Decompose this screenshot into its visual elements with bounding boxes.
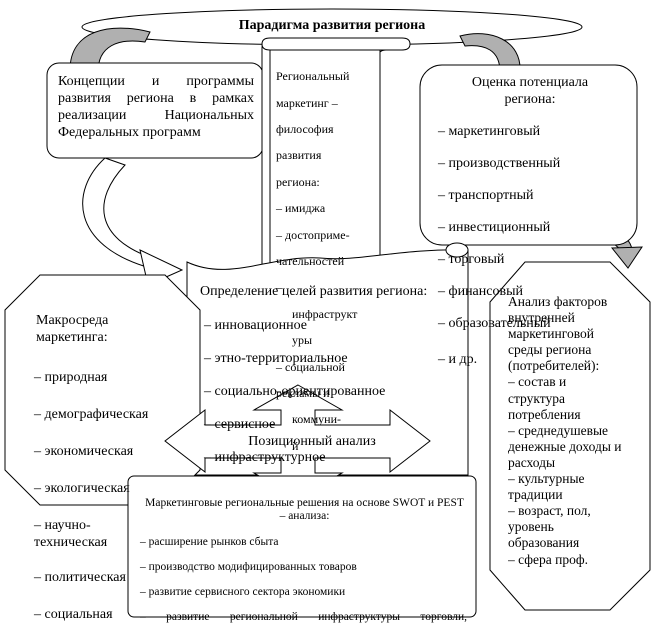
scroll-line: –: [276, 280, 282, 295]
scroll-line: Региональный: [276, 69, 350, 84]
scroll-line: региона:: [276, 174, 320, 189]
decisions-heading: Маркетинговые региональные решения на ос…: [145, 497, 464, 522]
goals-item: – этно-территориальное: [204, 350, 348, 366]
scroll-line: уры: [292, 333, 313, 348]
scroll-curl-top: [261, 37, 411, 51]
scroll-line: – социальной: [276, 359, 345, 374]
goals-item: – социально-ориентированное: [204, 383, 386, 399]
goals-list: – инновационное – этно-территориальное –…: [204, 301, 464, 483]
potential-item: – финансовый: [438, 284, 523, 299]
left-top-curved-arrow: [69, 27, 151, 73]
macro-list: – природная – демографическая – экономич…: [34, 350, 174, 623]
right-top-curved-arrow: [459, 33, 521, 73]
goals-item: – инновационное: [204, 317, 307, 333]
potential-heading-1: Оценка потенциала: [471, 75, 589, 90]
decisions-box: [127, 475, 477, 618]
decisions-item: – развитие региональной инфраструктуры т…: [140, 610, 467, 623]
internal-octagon: [489, 261, 651, 611]
decisions-item: – производство модифицированных товаров: [140, 560, 357, 573]
macro-heading: Макросреда маркетинга:: [36, 313, 109, 345]
scroll-text: Региональный маркетинг – философия разви…: [276, 57, 376, 466]
scroll-line: инфраструкт: [292, 306, 358, 321]
page-title: Парадигма развития региона: [238, 18, 426, 33]
internal-text: Анализ факторов внутренней маркетинговой…: [508, 294, 622, 567]
goals-banner-curl: [445, 242, 469, 258]
scroll-line: рекламы и: [276, 386, 330, 401]
macro-item: – политическая: [34, 570, 126, 585]
potential-item: – образовательный: [438, 316, 551, 331]
potential-list: – маркетинговый – производственный – тра…: [438, 108, 628, 384]
scroll-line: коммуни-: [292, 412, 342, 427]
potential-heading-2: региона:: [504, 92, 556, 107]
scroll-line: философия: [276, 122, 334, 137]
scroll-line: маркетинг –: [276, 95, 338, 110]
decisions-list: – расширение рынков сбыта – производство…: [140, 523, 467, 623]
decisions-item: – расширение рынков сбыта: [140, 535, 279, 548]
goals-item: – инфраструктурное: [204, 449, 326, 465]
potential-item: – и др.: [438, 352, 478, 367]
goals-heading: Определение целей развития региона:: [200, 284, 428, 299]
potential-item: – инвестиционный: [438, 220, 551, 235]
goals-item: – сервисное: [204, 416, 276, 432]
potential-item: – транспортный: [438, 188, 534, 203]
macro-item: – природная: [34, 369, 108, 385]
scroll-line: – достоприме-: [276, 227, 350, 242]
scroll-line: развития: [276, 148, 322, 163]
potential-item: – маркетинговый: [438, 124, 541, 139]
scroll-body: [269, 49, 381, 277]
decisions-item: – развитие сервисного сектора экономики: [140, 585, 346, 598]
scroll-line: чательностей: [276, 254, 345, 269]
macro-item: – научно-техническая: [34, 517, 108, 550]
potential-item: – торговый: [438, 252, 505, 267]
potential-box: [419, 64, 638, 246]
potential-item: – производственный: [438, 156, 561, 171]
macro-item: – социальная: [34, 607, 113, 622]
concepts-text: Концепции и программы развития региона в…: [58, 74, 254, 140]
positional-label: Позиционный анализ: [248, 434, 376, 449]
scroll-line: й: [292, 438, 299, 453]
macro-item: – демографическая: [34, 406, 149, 422]
macro-item: – экономическая: [34, 443, 134, 459]
macro-item: – экологическая: [34, 480, 130, 496]
scroll-line: – имиджа: [276, 201, 326, 216]
right-mid-arrow-head: [610, 246, 643, 269]
